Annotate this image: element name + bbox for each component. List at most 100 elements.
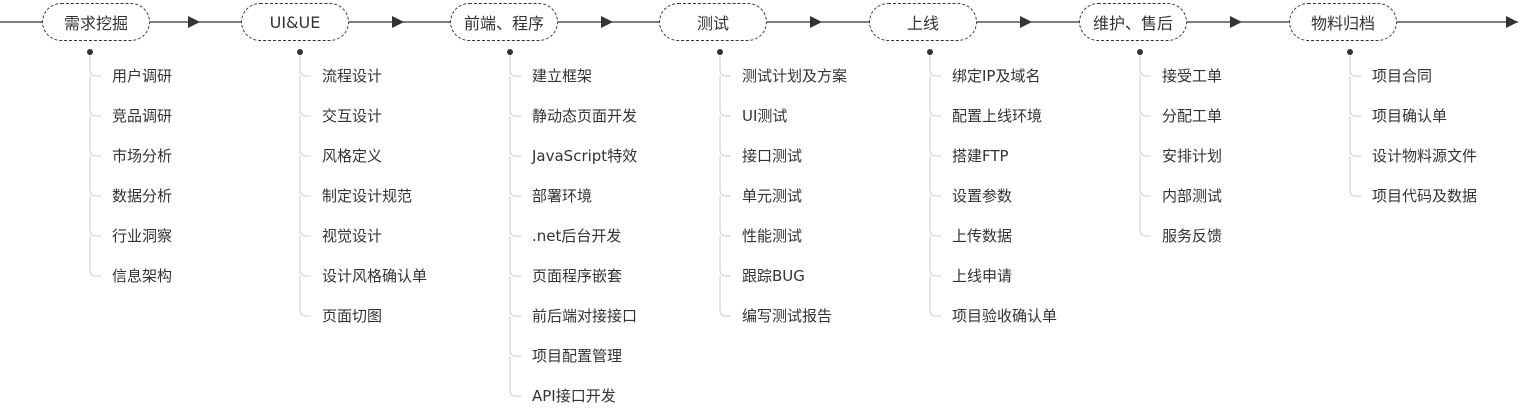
stage-node-7[interactable]: 物料归档 (1289, 3, 1397, 41)
arrow-head-icon (1020, 16, 1032, 28)
stage-node-1[interactable]: 需求挖掘 (42, 3, 150, 41)
task-item: 数据分析 (112, 187, 173, 205)
task-item: 视觉设计 (322, 227, 383, 245)
task-item: 市场分析 (112, 147, 173, 165)
tree-elbow-line (299, 269, 311, 277)
task-item: 交互设计 (322, 107, 383, 125)
tree-elbow-line (1349, 189, 1361, 197)
stage-node-4[interactable]: 测试 (659, 3, 767, 41)
task-item: 风格定义 (322, 147, 383, 165)
tree-elbow-line (89, 69, 101, 77)
branch-dot-icon (87, 49, 93, 55)
tree-elbow-line (929, 189, 941, 197)
tree-elbow-line (299, 189, 311, 197)
tree-elbow-line (509, 69, 521, 77)
tree-elbow-line (929, 149, 941, 157)
branch-dot-icon (1137, 49, 1143, 55)
task-item: 配置上线环境 (952, 107, 1043, 125)
arrow-head-icon (1506, 16, 1518, 28)
stage-node-6[interactable]: 维护、售后 (1079, 3, 1187, 41)
task-item: .net后台开发 (532, 227, 622, 245)
task-item: 上传数据 (952, 227, 1013, 245)
task-item: 编写测试报告 (742, 307, 833, 325)
task-item: 流程设计 (322, 67, 383, 85)
task-item: 静动态页面开发 (532, 107, 638, 125)
tree-elbow-line (509, 109, 521, 117)
branch-dot-icon (297, 49, 303, 55)
task-item: 设计物料源文件 (1372, 147, 1478, 165)
tree-elbow-line (929, 229, 941, 237)
arrow-head-icon (188, 16, 200, 28)
task-item: 制定设计规范 (322, 187, 413, 205)
task-item: 分配工单 (1162, 107, 1223, 125)
task-item: 页面程序嵌套 (532, 267, 623, 285)
stage-label: 物料归档 (1310, 14, 1375, 33)
stage-node-2[interactable]: UI&UE (241, 3, 349, 41)
tree-elbow-line (89, 269, 101, 277)
stage-label: 维护、售后 (1092, 14, 1173, 33)
arrow-head-icon (1230, 16, 1242, 28)
task-item: 项目合同 (1372, 67, 1433, 85)
branch-dot-icon (927, 49, 933, 55)
task-item: 接受工单 (1162, 67, 1223, 85)
tree-elbow-line (1139, 229, 1151, 237)
task-item: 设置参数 (952, 187, 1013, 205)
arrow-head-icon (392, 16, 404, 28)
tree-elbow-line (509, 269, 521, 277)
tree-elbow-line (719, 189, 731, 197)
stage-node-5[interactable]: 上线 (869, 3, 977, 41)
task-item: 项目配置管理 (532, 347, 623, 365)
task-item: 设计风格确认单 (322, 267, 428, 285)
stage-label: 上线 (906, 14, 939, 33)
tree-elbow-line (719, 229, 731, 237)
task-item: 部署环境 (532, 187, 593, 205)
stage-label: 前端、程序 (463, 14, 544, 33)
tree-elbow-line (509, 189, 521, 197)
tree-elbow-line (509, 389, 521, 397)
tree-elbow-line (299, 309, 311, 317)
task-item: 行业洞察 (112, 227, 173, 245)
tree-elbow-line (929, 109, 941, 117)
tree-elbow-line (719, 69, 731, 77)
tree-elbow-line (929, 69, 941, 77)
task-item: 项目验收确认单 (952, 307, 1058, 325)
task-item: 性能测试 (742, 227, 803, 245)
tree-elbow-line (89, 149, 101, 157)
arrow-head-icon (810, 16, 822, 28)
tree-elbow-line (719, 309, 731, 317)
task-item: 测试计划及方案 (742, 67, 848, 85)
task-item: 跟踪BUG (742, 267, 805, 285)
task-item: API接口开发 (532, 387, 616, 405)
tree-elbow-line (509, 229, 521, 237)
tree-elbow-line (929, 309, 941, 317)
stage-node-3[interactable]: 前端、程序 (450, 3, 558, 41)
tree-elbow-line (89, 229, 101, 237)
task-item: 项目确认单 (1372, 107, 1448, 125)
task-item: 单元测试 (742, 187, 803, 205)
tree-elbow-line (719, 109, 731, 117)
task-item: 搭建FTP (952, 147, 1009, 165)
tree-elbow-line (89, 189, 101, 197)
stage-label: 测试 (696, 14, 729, 33)
task-item: 内部测试 (1162, 187, 1223, 205)
task-item: 项目代码及数据 (1372, 187, 1478, 205)
tree-elbow-line (299, 69, 311, 77)
tree-elbow-line (509, 149, 521, 157)
tree-elbow-line (1139, 109, 1151, 117)
task-item: UI测试 (742, 107, 788, 125)
arrow-head-icon (601, 16, 613, 28)
tree-elbow-line (89, 109, 101, 117)
task-item: JavaScript特效 (532, 147, 638, 165)
tree-elbow-line (1139, 149, 1151, 157)
tree-elbow-line (1139, 189, 1151, 197)
branch-dot-icon (507, 49, 513, 55)
task-item: 服务反馈 (1162, 227, 1223, 245)
tree-elbow-line (719, 149, 731, 157)
task-item: 竞品调研 (112, 107, 173, 125)
tree-elbow-line (1349, 109, 1361, 117)
branch-dot-icon (717, 49, 723, 55)
task-item: 接口测试 (742, 147, 803, 165)
tree-elbow-line (509, 349, 521, 357)
